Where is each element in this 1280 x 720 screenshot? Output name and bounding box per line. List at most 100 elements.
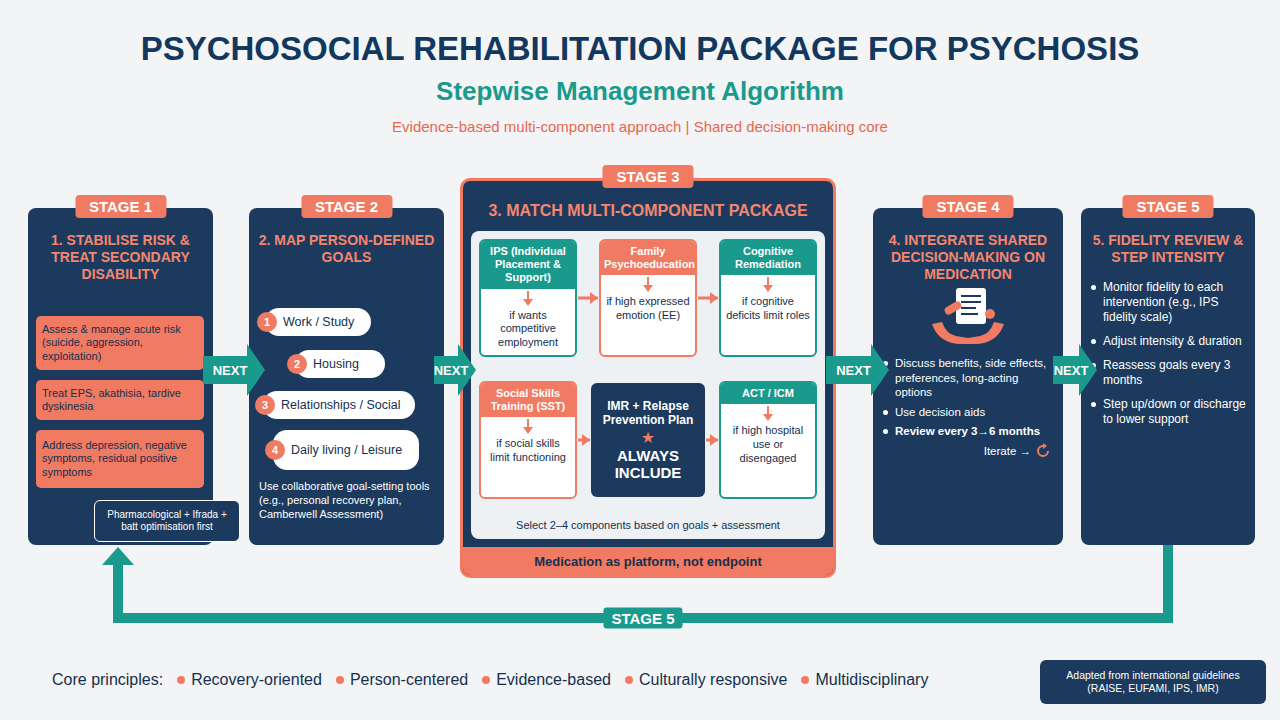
component-panel: Select 2–4 components based on goals + a…: [471, 231, 825, 539]
callout-number: 1: [257, 312, 277, 332]
source-text: Adapted from international guidelines (R…: [1048, 669, 1258, 695]
callout-number: 4: [265, 440, 285, 460]
stage-box: STAGE 22. MAP PERSON-DEFINED GOALSUse co…: [249, 208, 444, 545]
goal-pill: 1Work / Study: [265, 308, 371, 336]
component-box: Cognitive Remediationif cognitive defici…: [719, 239, 817, 357]
footer-row: Core principles:Recovery-orientedPerson-…: [52, 671, 928, 689]
bullet-text: Adjust intensity & duration: [1091, 334, 1247, 349]
note-text: Pharmacological + Ifrada + batt optimisa…: [101, 509, 233, 533]
edge-label: NEXT: [213, 363, 248, 378]
goal-pill: 2Housing: [295, 350, 385, 378]
bullet-text: Review every 3→6 months: [883, 424, 1055, 438]
bullet-text: Assess & manage acute risk (suicide, agg…: [42, 323, 198, 363]
component-heading: Social Skills Training (SST): [481, 383, 575, 417]
callout-number: 3: [255, 395, 275, 415]
edge-label: STAGE 5: [603, 608, 682, 629]
iterate-row: Iterate →: [873, 443, 1051, 459]
diagram-title: PSYCHOSOCIAL REHABILITATION PACKAGE FOR …: [0, 30, 1280, 68]
next-arrow-shape: [203, 344, 265, 396]
next-arrow: [1053, 344, 1097, 396]
principle-item: Recovery-oriented: [177, 671, 322, 689]
tagline: Evidence-based multi-component approach …: [0, 118, 1280, 135]
arrow-line: [706, 439, 718, 442]
iterate-text: Iterate →: [984, 445, 1031, 457]
icon-holder: [873, 284, 1063, 354]
component-box: ACT / ICMif high hospital use or disenga…: [719, 381, 817, 499]
component-condition: if social skills limit functioning: [481, 417, 575, 469]
goal-pill: 4Daily living / Leisure: [273, 430, 419, 470]
principle-item: Culturally responsive: [625, 671, 788, 689]
goal-text: Work / Study: [283, 315, 354, 329]
next-arrow-shape: [826, 344, 889, 396]
stage-tab: STAGE 4: [922, 195, 1013, 218]
component-box: Social Skills Training (SST)if social sk…: [479, 381, 577, 499]
bullet-text: Reassess goals every 3 months: [1091, 358, 1247, 388]
arrow-head: [102, 547, 134, 565]
component-box: IPS (Individual Placement & Support)if w…: [479, 239, 577, 357]
next-arrow-shape: [1053, 344, 1097, 396]
medication-hands-icon: [928, 284, 1008, 350]
bullet-box: Address depression, negative symptoms, r…: [36, 430, 204, 488]
goal-text: Housing: [313, 357, 359, 371]
bullet-text: Discuss benefits, side effects, preferen…: [883, 356, 1055, 399]
principle-item: Evidence-based: [482, 671, 611, 689]
star-mark: ★: [641, 428, 655, 447]
bullet-text: Treat EPS, akathisia, tardive dyskinesia: [42, 387, 198, 414]
source-box: Adapted from international guidelines (R…: [1040, 660, 1266, 704]
edge-label: NEXT: [836, 363, 871, 378]
stage-box: STAGE 44. INTEGRATE SHARED DECISION-MAKI…: [873, 208, 1063, 545]
flow-arrow: [698, 292, 718, 304]
bullet-text: Step up/down or discharge to lower suppo…: [1091, 397, 1247, 427]
edge-label: NEXT: [1054, 363, 1089, 378]
note-text: Select 2–4 components based on goals + a…: [471, 519, 825, 531]
arrow-line: [698, 297, 718, 300]
component-condition: if high expressed emotion (EE): [601, 275, 695, 327]
stage-heading: 1. STABILISE RISK & TREAT SECONDARY DISA…: [28, 208, 213, 282]
flow-arrow: [578, 434, 590, 446]
principle-item: Person-centered: [336, 671, 468, 689]
bullet-text: Address depression, negative symptoms, r…: [42, 439, 198, 479]
arrow-line: [578, 439, 590, 442]
component-condition: if high hospital use or disengaged: [721, 404, 815, 469]
stage-box: STAGE 55. FIDELITY REVIEW & STEP INTENSI…: [1081, 208, 1255, 545]
stage-tab: STAGE 1: [75, 195, 166, 218]
arrow-head: [710, 434, 718, 446]
iterate-icon: [1035, 443, 1051, 459]
component-condition: if wants competitive employment: [481, 289, 575, 354]
arrow-head: [582, 434, 590, 446]
arrow-head: [710, 292, 718, 304]
component-condition: if cognitive deficits limit roles: [721, 275, 815, 327]
stage-heading: 4. INTEGRATE SHARED DECISION-MAKING ON M…: [873, 208, 1063, 282]
bullet-text: Monitor fidelity to each intervention (e…: [1091, 280, 1247, 325]
stage-box: STAGE 11. STABILISE RISK & TREAT SECONDA…: [28, 208, 213, 545]
callout-number: 2: [287, 354, 307, 374]
bullet-box: Treat EPS, akathisia, tardive dyskinesia: [36, 380, 204, 420]
always-box: IMR + Relapse Prevention Plan★ALWAYS INC…: [591, 383, 705, 497]
stage-tab: STAGE 3: [602, 165, 693, 188]
goal-text: Daily living / Leisure: [291, 443, 402, 457]
note-box: Pharmacological + Ifrada + batt optimisa…: [94, 500, 240, 542]
stage-box: STAGE 33. MATCH MULTI-COMPONENT PACKAGES…: [460, 178, 836, 578]
flow-arrow: [578, 292, 598, 304]
component-heading: IMR + Relapse Prevention Plan: [595, 399, 701, 428]
next-arrow: [826, 344, 889, 396]
bullet-text: Use decision aids: [883, 405, 1055, 419]
component-heading: IPS (Individual Placement & Support): [481, 241, 575, 289]
note-text: Use collaborative goal-setting tools (e.…: [259, 480, 435, 521]
goal-pill: 3Relationships / Social: [263, 391, 415, 419]
footer-band: Medication as platform, not endpoint: [463, 547, 833, 575]
emphasis-text: ALWAYS INCLUDE: [595, 447, 701, 482]
next-arrow-shape: [434, 344, 476, 396]
component-heading: Family Psychoeducation: [601, 241, 695, 275]
component-heading: Cognitive Remediation: [721, 241, 815, 275]
edge-label: NEXT: [434, 363, 469, 378]
flow-arrow: [706, 434, 718, 446]
band-text: Medication as platform, not endpoint: [534, 554, 762, 569]
stage-tab: STAGE 2: [301, 195, 392, 218]
component-box: Family Psychoeducationif high expressed …: [599, 239, 697, 357]
component-heading: ACT / ICM: [721, 383, 815, 404]
principle-item: Multidisciplinary: [801, 671, 928, 689]
subtitle: Stepwise Management Algorithm: [0, 76, 1280, 107]
arrow-line: [578, 297, 598, 300]
goal-text: Relationships / Social: [281, 398, 401, 412]
